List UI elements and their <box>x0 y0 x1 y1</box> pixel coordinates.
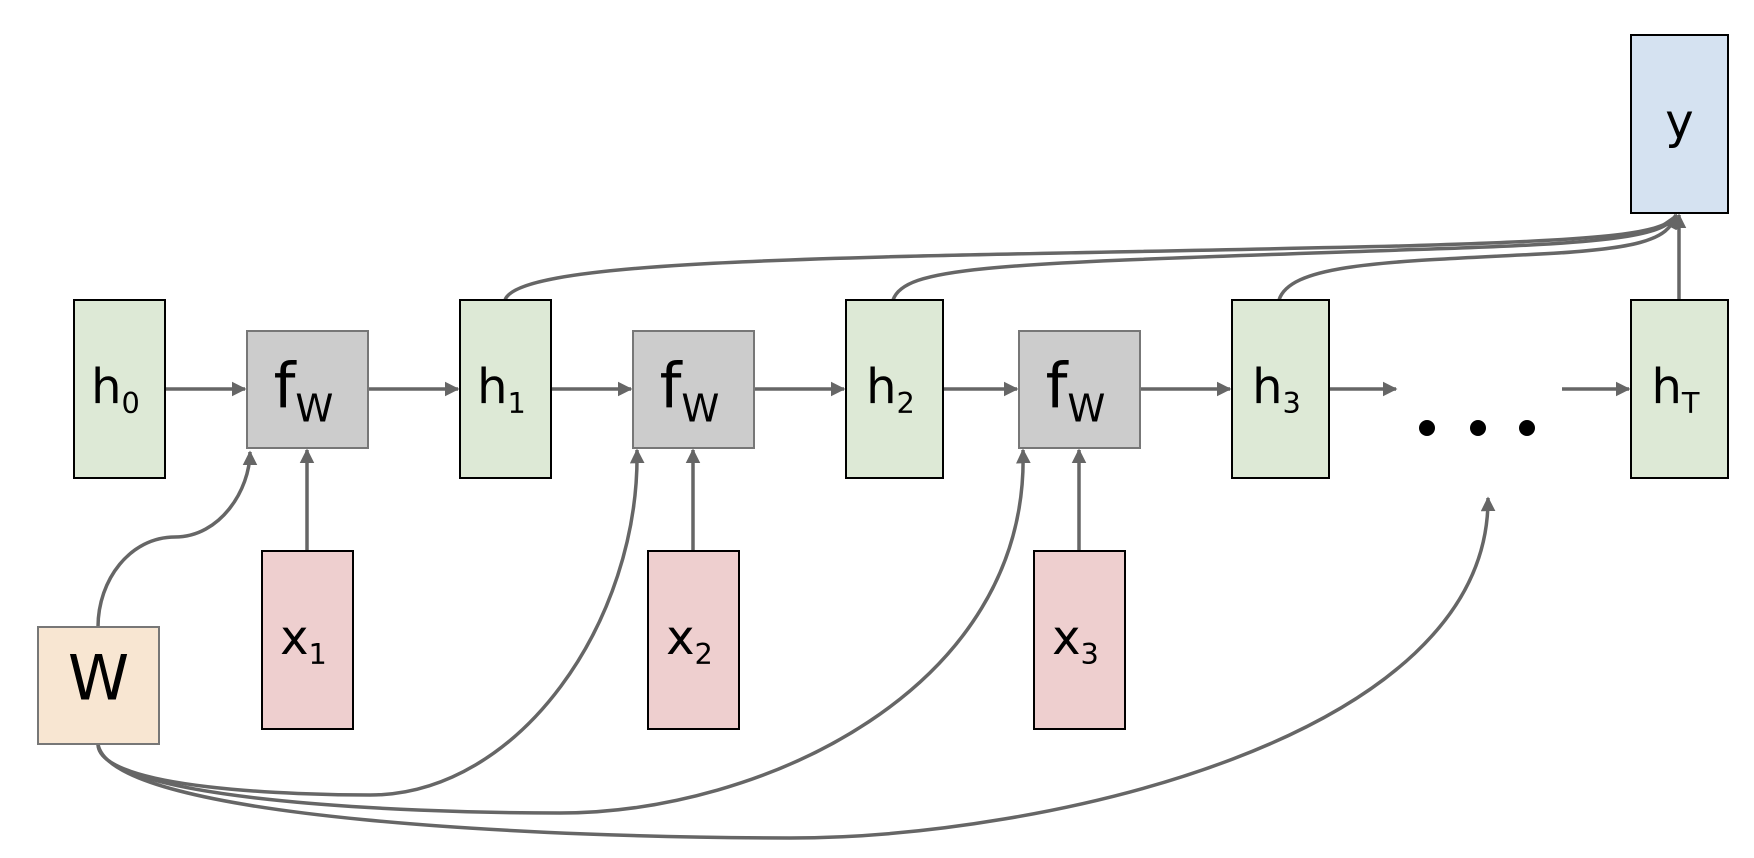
hidden-box <box>459 299 552 479</box>
hidden-box <box>845 299 944 479</box>
node-label: x3 <box>1052 610 1099 671</box>
label-subscript: 2 <box>897 386 915 420</box>
node-label: h1 <box>477 359 526 420</box>
edge-W-to-fw2 <box>96 448 645 797</box>
node-label: fW <box>274 350 334 432</box>
node-label: fW <box>660 350 720 432</box>
label-base: h <box>477 359 507 415</box>
label-subscript: W <box>1067 387 1105 432</box>
label-base: f <box>274 350 298 423</box>
edge-h1-to-y <box>503 213 1678 301</box>
node-fw3: fW <box>1018 330 1141 449</box>
node-label: y <box>1665 94 1693 150</box>
node-label: W <box>68 642 129 715</box>
label-base: h <box>1252 359 1282 415</box>
node-x1: x1 <box>261 550 354 730</box>
node-label: x1 <box>280 610 327 671</box>
node-label: hT <box>1651 359 1699 420</box>
node-label: fW <box>1046 350 1106 432</box>
ellipsis-dot <box>1419 420 1435 436</box>
label-subscript: W <box>295 387 333 432</box>
node-y: y <box>1630 34 1729 214</box>
node-h0: h0 <box>73 299 166 479</box>
node-h2: h2 <box>845 299 944 479</box>
label-base: h <box>91 359 121 415</box>
func-box <box>632 330 755 449</box>
edge-h3-to-y <box>1277 213 1679 301</box>
node-label: h2 <box>866 359 915 420</box>
node-h1: h1 <box>459 299 552 479</box>
label-subscript: 1 <box>508 386 526 420</box>
node-x3: x3 <box>1033 550 1126 730</box>
func-box <box>1018 330 1141 449</box>
edge-W-to-fw3 <box>96 448 1031 815</box>
ellipsis-dot <box>1519 420 1535 436</box>
label-base: f <box>660 350 684 423</box>
label-base: x <box>280 610 308 666</box>
input-box <box>1033 550 1126 730</box>
node-fw1: fW <box>246 330 369 449</box>
edges-layer <box>96 213 1687 840</box>
label-subscript: W <box>681 387 719 432</box>
node-label: h0 <box>91 359 140 420</box>
label-base: W <box>68 642 129 715</box>
output-box <box>1630 34 1729 214</box>
label-base: y <box>1665 94 1693 150</box>
node-fw2: fW <box>632 330 755 449</box>
node-label: x2 <box>666 610 713 671</box>
node-x2: x2 <box>647 550 740 730</box>
node-hT: hT <box>1630 299 1729 479</box>
label-base: h <box>1651 359 1681 415</box>
label-subscript: 3 <box>1081 637 1099 671</box>
edge-W-to-ellipsis <box>96 496 1496 840</box>
hidden-box <box>73 299 166 479</box>
edge-h2-to-y <box>891 213 1678 301</box>
edge-W-to-fw1 <box>96 450 258 628</box>
label-base: h <box>866 359 896 415</box>
label-subscript: 0 <box>122 386 140 420</box>
label-base: f <box>1046 350 1070 423</box>
ellipsis-dots <box>1419 420 1535 436</box>
hidden-box <box>1630 299 1729 479</box>
node-W: W <box>37 626 160 745</box>
label-base: x <box>1052 610 1080 666</box>
input-box <box>647 550 740 730</box>
weight-box <box>37 626 160 745</box>
input-box <box>261 550 354 730</box>
label-subscript: 1 <box>309 637 327 671</box>
label-subscript: 3 <box>1283 386 1301 420</box>
func-box <box>246 330 369 449</box>
label-subscript: 2 <box>695 637 713 671</box>
label-subscript: T <box>1681 386 1700 420</box>
label-base: x <box>666 610 694 666</box>
hidden-box <box>1231 299 1330 479</box>
ellipsis-dot <box>1470 420 1486 436</box>
node-h3: h3 <box>1231 299 1330 479</box>
node-label: h3 <box>1252 359 1301 420</box>
